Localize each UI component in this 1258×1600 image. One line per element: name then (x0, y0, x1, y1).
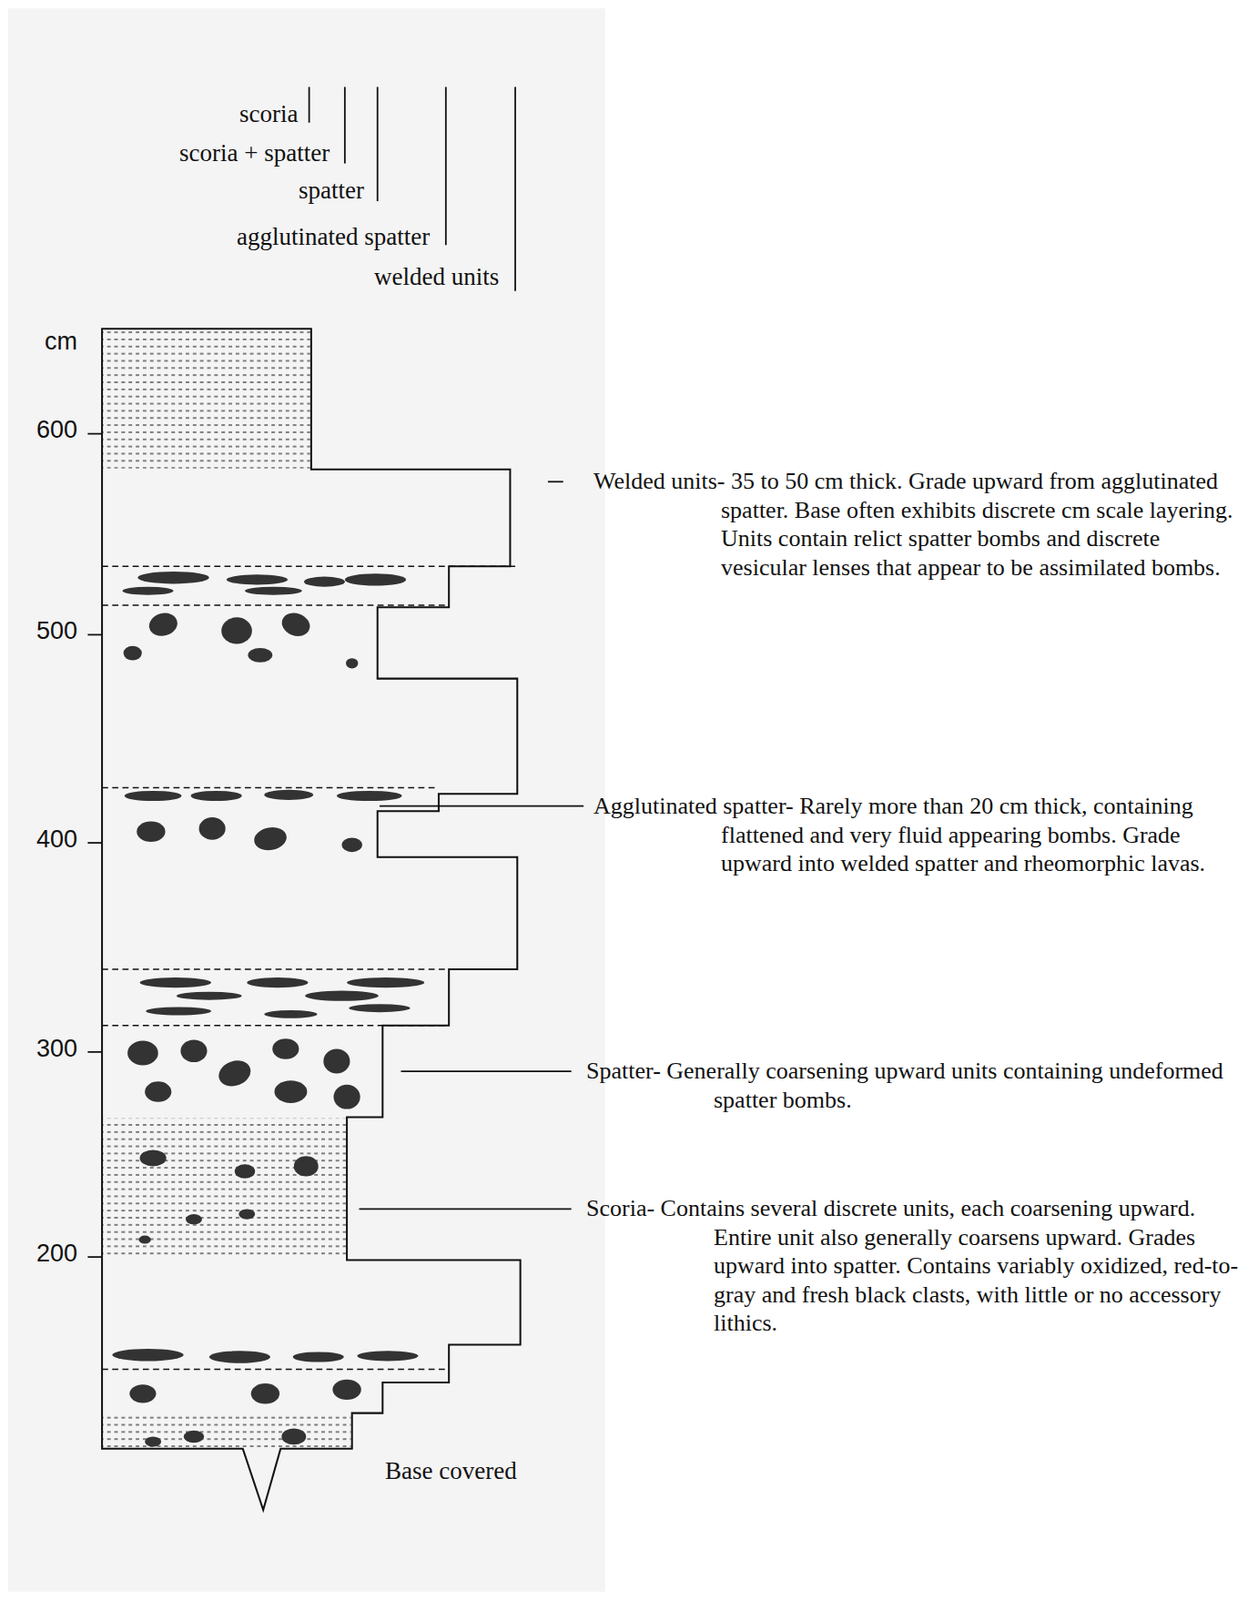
spatter-bomb (123, 646, 143, 661)
spatter-bomb (272, 1038, 299, 1059)
legend-label: scoria (239, 100, 298, 129)
flattened-bomb (191, 791, 243, 802)
contact-line (101, 1369, 449, 1371)
axis-tick (87, 634, 102, 637)
spatter-bomb (323, 1048, 350, 1074)
spatter-bomb (127, 1041, 159, 1066)
contacts (101, 566, 516, 1370)
contact-line (101, 566, 516, 569)
axis-value: 300 (36, 1034, 78, 1064)
flattened-bomb (124, 791, 183, 802)
contact-line (101, 787, 439, 790)
flattened-bomb (137, 571, 209, 584)
flattened-bomb (293, 1351, 345, 1362)
flattened-bomb (304, 991, 379, 1002)
unit-description: Scoria- Contains several discrete units,… (586, 1194, 1251, 1339)
flattened-bomb (140, 977, 212, 988)
contact-line (101, 604, 449, 607)
spatter-bomb (136, 821, 165, 843)
flattened-bomb (244, 587, 303, 596)
spatter-bomb (294, 1156, 319, 1177)
spatter-bomb (334, 1085, 361, 1110)
contact-line (101, 968, 516, 971)
axis-tick (87, 1256, 102, 1258)
page-tint (8, 8, 606, 1593)
leader-line (400, 1070, 571, 1073)
flattened-bomb (346, 977, 425, 988)
spatter-bomb (183, 1430, 204, 1443)
axis-tick (87, 842, 102, 844)
unit-description: Spatter- Generally coarsening upward uni… (586, 1056, 1251, 1115)
spatter-bomb (247, 648, 273, 663)
legend-tick (376, 87, 379, 203)
column-outline (101, 328, 521, 1511)
axis-ticks (87, 434, 102, 1258)
contact-line (101, 1024, 449, 1027)
spatter-bomb (146, 609, 181, 640)
leader-lines (359, 481, 585, 1209)
flattened-bomb (344, 573, 406, 586)
spatter-bomb (345, 658, 358, 669)
spatter-bombs (123, 608, 363, 1447)
axis-tick (87, 433, 102, 436)
axis-tick (87, 1051, 102, 1054)
flattened-bomb (356, 1350, 418, 1361)
base-note: Base covered (385, 1457, 518, 1486)
unit-description: Agglutinated spatter- Rarely more than 2… (593, 791, 1251, 879)
spatter-bomb (251, 1383, 280, 1404)
flattened-bomb (336, 791, 403, 802)
flattened-bomb (348, 1004, 410, 1013)
spatter-bomb (234, 1164, 255, 1179)
spatter-bomb (129, 1384, 156, 1403)
flattened-bomb (176, 992, 243, 1001)
legend-label: welded units (374, 263, 499, 292)
spatter-bomb (144, 1436, 162, 1447)
legend-tick (308, 87, 311, 123)
flattened-bomb (209, 1350, 271, 1363)
leader-line (547, 480, 564, 483)
legend-tick (344, 87, 346, 164)
axis-value: 600 (36, 415, 78, 445)
flattened-bomb (263, 790, 314, 801)
scoria-fill (102, 1118, 346, 1260)
spatter-bomb (221, 617, 253, 644)
spatter-bomb (332, 1379, 361, 1401)
flattened-bomb (263, 1010, 317, 1019)
scoria-fill (102, 1414, 351, 1449)
spatter-bomb (341, 837, 362, 853)
spatter-bomb (144, 1081, 172, 1102)
flattened-bombs (111, 571, 425, 1364)
spatter-bomb (199, 817, 226, 841)
unit-description: Welded units- 35 to 50 cm thick. Grade u… (593, 466, 1251, 582)
axis-unit: cm (44, 327, 78, 356)
flattened-bomb (111, 1349, 183, 1361)
flattened-bomb (226, 574, 288, 585)
spatter-bomb (185, 1214, 203, 1225)
legend-label: scoria + spatter (179, 139, 330, 168)
legend-label: agglutinated spatter (236, 223, 430, 252)
spatter-bomb (138, 1236, 151, 1245)
leader-line (359, 1208, 572, 1211)
flattened-bomb (304, 577, 345, 588)
spatter-bomb (238, 1208, 255, 1219)
flattened-bomb (122, 587, 174, 596)
axis-value: 200 (36, 1239, 78, 1269)
spatter-bomb (274, 1080, 308, 1104)
flattened-bomb (145, 1007, 212, 1016)
legend-tick (514, 87, 517, 292)
spatter-bomb (140, 1149, 167, 1167)
legend-tick (445, 87, 447, 246)
legend-label: spatter (298, 176, 365, 205)
axis-value: 400 (36, 825, 78, 854)
spatter-bomb (281, 1428, 306, 1445)
spatter-bomb (180, 1039, 207, 1063)
spatter-bomb (252, 824, 289, 853)
leader-line (379, 805, 584, 808)
spatter-bomb (278, 608, 314, 640)
spatter-bomb (214, 1056, 254, 1092)
scoria-fill (102, 329, 311, 468)
flattened-bomb (246, 977, 308, 988)
axis-value: 500 (36, 617, 78, 646)
